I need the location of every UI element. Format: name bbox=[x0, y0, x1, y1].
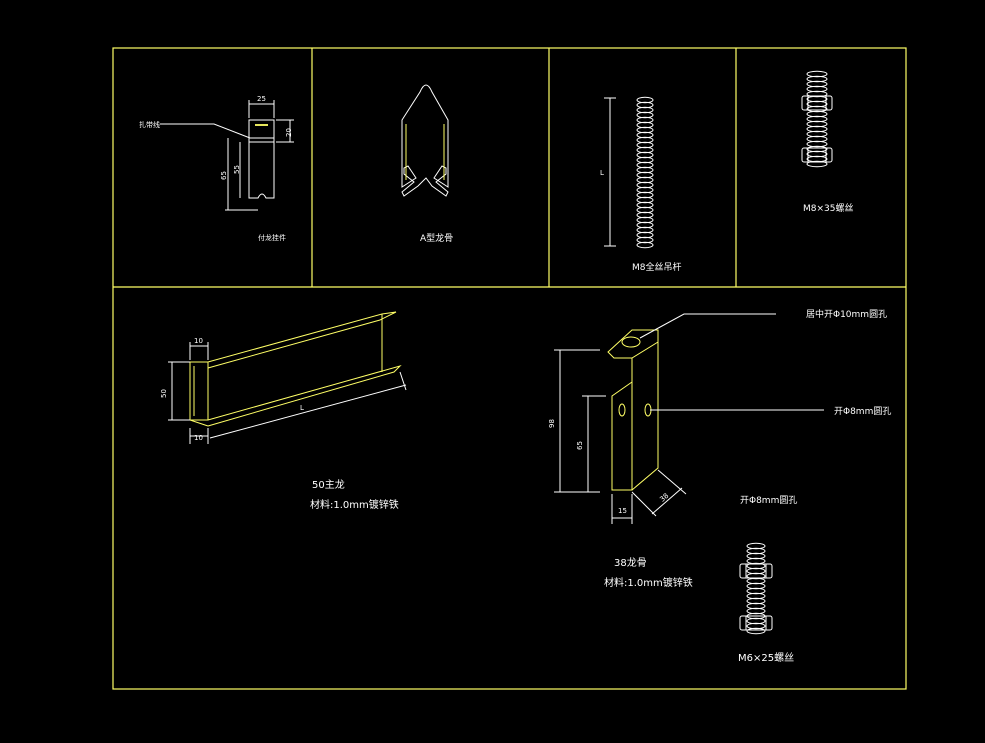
keel38-dim-total: 98 bbox=[548, 419, 556, 428]
keel38-dim-65: 65 bbox=[576, 441, 584, 450]
threaded-rod-drawing bbox=[604, 96, 654, 249]
keel38-name: 38龙骨 bbox=[614, 556, 647, 569]
a-keel-drawing bbox=[401, 84, 449, 197]
pendant-dim-55: 55 bbox=[233, 165, 241, 174]
pendant-clip-drawing bbox=[160, 100, 294, 211]
main-keel-50-drawing bbox=[168, 311, 407, 444]
main-dim-10-top: 10 bbox=[194, 337, 203, 345]
m8-bolt-drawing bbox=[801, 70, 833, 168]
keel38-dim-15: 15 bbox=[618, 507, 627, 515]
a-keel-name: A型龙骨 bbox=[420, 232, 453, 244]
thread-coil bbox=[746, 627, 766, 635]
main-keel-name: 50主龙 bbox=[312, 478, 345, 491]
keel-38-bracket-drawing bbox=[554, 313, 824, 524]
rod-length-label: L bbox=[600, 169, 604, 177]
pendant-dim-65: 65 bbox=[220, 171, 228, 180]
keel38-hole-side-label: 开Φ8mm圆孔 bbox=[834, 406, 891, 417]
keel38-dim-38: 38 bbox=[658, 492, 670, 504]
keel38-material: 材料:1.0mm镀锌铁 bbox=[604, 576, 693, 589]
main-keel-material: 材料:1.0mm镀锌铁 bbox=[310, 498, 399, 511]
tie-wire-label: 扎带线 bbox=[139, 120, 160, 129]
thread-coil bbox=[636, 241, 654, 249]
m8-bolt-name: M8×35螺丝 bbox=[803, 202, 854, 214]
pendant-dim-25: 25 bbox=[257, 95, 266, 103]
drawing-frame bbox=[112, 47, 907, 690]
main-dim-10-bottom: 10 bbox=[194, 434, 203, 442]
pendant-name: 付龙挂件 bbox=[258, 233, 286, 242]
m6-bolt-name: M6×25螺丝 bbox=[738, 652, 794, 664]
keel38-hole-bottom-label: 开Φ8mm圆孔 bbox=[740, 495, 797, 506]
rod-name: M8全丝吊杆 bbox=[632, 261, 682, 273]
thread-coil bbox=[806, 160, 828, 168]
keel38-hole-top-label: 居中开Φ10mm圆孔 bbox=[806, 308, 887, 320]
main-dim-50: 50 bbox=[160, 389, 168, 398]
main-length-label: L bbox=[300, 404, 304, 412]
pendant-dim-20: 20 bbox=[285, 128, 293, 137]
m6-bolt-drawing bbox=[739, 542, 773, 635]
